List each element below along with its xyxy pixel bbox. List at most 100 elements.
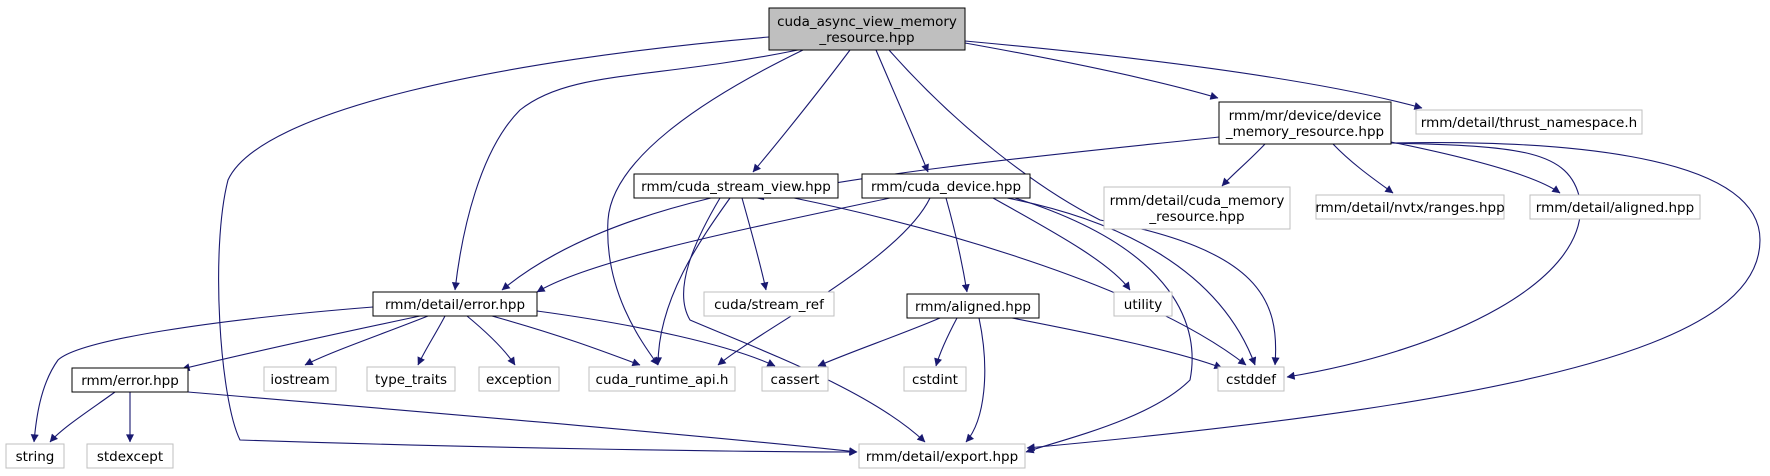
node-aligned[interactable]: rmm/aligned.hpp	[906, 293, 1040, 319]
node-label: cuda/stream_ref	[714, 297, 825, 313]
node-label: string	[16, 449, 55, 465]
edge-detail_error-to-iostream	[304, 315, 429, 366]
node-box	[633, 173, 839, 199]
node-label: rmm/mr/device/device	[1229, 108, 1382, 124]
edge-error-to-export	[187, 391, 858, 456]
node-box	[1217, 366, 1285, 392]
node-box	[861, 173, 1031, 199]
edge-stream_view-to-export	[683, 197, 926, 443]
edge-device_mr-to-detail_aligned	[1390, 141, 1561, 194]
node-box	[761, 366, 829, 392]
node-label: cassert	[771, 372, 820, 388]
edge-root-to-thrust_ns	[964, 40, 1423, 110]
node-nvtx: rmm/detail/nvtx/ranges.hpp	[1315, 194, 1505, 220]
edge-detail_error-to-cuda_runtime	[491, 315, 641, 367]
node-label: rmm/detail/export.hpp	[866, 449, 1018, 465]
node-box	[366, 366, 456, 392]
node-label: _resource.hpp	[818, 30, 914, 46]
edge-root-to-device_mr	[964, 42, 1219, 100]
node-label: _resource.hpp	[1148, 209, 1244, 225]
node-string: string	[5, 443, 65, 469]
edge-detail_error-to-string	[30, 306, 374, 443]
node-cuda_device[interactable]: rmm/cuda_device.hpp	[861, 173, 1031, 199]
node-cassert: cassert	[761, 366, 829, 392]
node-box	[588, 366, 736, 392]
edge-aligned-to-export	[965, 317, 986, 443]
edge-detail_error-to-error	[181, 315, 421, 372]
node-box	[858, 443, 1026, 469]
node-label: rmm/aligned.hpp	[915, 299, 1031, 315]
edge-root-to-cstddef	[888, 49, 1280, 366]
node-root[interactable]: cuda_async_view_memory_resource.hpp	[768, 7, 966, 51]
node-box	[903, 366, 967, 392]
node-label: rmm/cuda_stream_view.hpp	[641, 179, 831, 195]
node-stream_view[interactable]: rmm/cuda_stream_view.hpp	[633, 173, 839, 199]
edge-cuda_device-to-utility	[992, 197, 1131, 291]
edge-detail_error-to-exception	[466, 315, 516, 366]
node-label: rmm/detail/error.hpp	[385, 297, 525, 313]
node-label: utility	[1124, 297, 1162, 313]
node-box	[1415, 109, 1643, 135]
node-box	[768, 7, 966, 51]
edge-aligned-to-cstdint	[934, 317, 958, 367]
node-label: type_traits	[375, 372, 447, 388]
edge-device_mr-to-cstddef	[1286, 142, 1581, 380]
edge-cuda_device-to-detail_error	[536, 197, 891, 293]
edge-error-to-string	[49, 391, 116, 443]
node-box	[906, 293, 1040, 319]
edge-root-to-stream_view	[752, 49, 851, 173]
node-box	[703, 291, 835, 317]
edge-detail_error-to-cassert	[536, 310, 776, 367]
edge-cuda_device-to-export	[1014, 197, 1193, 454]
node-box	[5, 443, 65, 469]
node-cstddef: cstddef	[1217, 366, 1285, 392]
edge-cuda_device-to-cstddef	[1006, 197, 1257, 366]
edge-cuda_device-to-cuda_runtime	[717, 197, 931, 366]
node-stream_ref: cuda/stream_ref	[703, 291, 835, 317]
node-label: stdexcept	[97, 449, 163, 465]
node-box	[1315, 194, 1505, 220]
edge-cuda_device-to-aligned	[945, 197, 970, 293]
nodes: cuda_async_view_memory_resource.hpprmm/m…	[5, 7, 1701, 469]
node-label: rmm/detail/nvtx/ranges.hpp	[1315, 200, 1504, 216]
node-cuda_mr: rmm/detail/cuda_memory_resource.hpp	[1103, 186, 1291, 230]
node-label: _memory_resource.hpp	[1225, 124, 1384, 140]
node-label: exception	[486, 372, 552, 388]
node-label: rmm/detail/aligned.hpp	[1536, 200, 1694, 216]
node-label: cstdint	[912, 372, 958, 388]
node-box	[372, 291, 538, 317]
edge-root-to-cuda_device	[875, 49, 929, 173]
node-label: cstddef	[1226, 372, 1277, 388]
edge-device_mr-to-nvtx	[1332, 143, 1394, 194]
node-box	[1218, 101, 1392, 145]
node-cuda_runtime: cuda_runtime_api.h	[588, 366, 736, 392]
node-device_mr[interactable]: rmm/mr/device/device_memory_resource.hpp	[1218, 101, 1392, 145]
node-export: rmm/detail/export.hpp	[858, 443, 1026, 469]
node-label: rmm/detail/cuda_memory	[1110, 193, 1285, 209]
node-error[interactable]: rmm/error.hpp	[71, 367, 189, 393]
node-label: rmm/error.hpp	[81, 373, 179, 389]
node-type_traits: type_traits	[366, 366, 456, 392]
node-box	[1529, 194, 1701, 220]
node-box	[263, 366, 337, 392]
node-label: rmm/cuda_device.hpp	[871, 179, 1021, 195]
node-stdexcept: stdexcept	[86, 443, 174, 469]
edge-stream_view-to-detail_error	[501, 197, 712, 291]
node-label: iostream	[270, 372, 329, 388]
node-box	[478, 366, 560, 392]
edge-stream_view-to-stream_ref	[741, 197, 769, 291]
edge-stream_view-to-cuda_runtime	[654, 197, 731, 366]
node-exception: exception	[478, 366, 560, 392]
node-utility: utility	[1113, 291, 1173, 317]
node-thrust_ns: rmm/detail/thrust_namespace.h	[1415, 109, 1643, 135]
edge-aligned-to-cassert	[817, 317, 941, 367]
node-detail_aligned: rmm/detail/aligned.hpp	[1529, 194, 1701, 220]
node-box	[1113, 291, 1173, 317]
edge-stream_view-to-cstddef	[793, 197, 1247, 366]
node-label: cuda_async_view_memory	[777, 14, 957, 30]
node-box	[71, 367, 189, 393]
node-label: cuda_runtime_api.h	[596, 372, 729, 388]
node-detail_error[interactable]: rmm/detail/error.hpp	[372, 291, 538, 317]
edge-aligned-to-cstddef	[1011, 317, 1223, 370]
